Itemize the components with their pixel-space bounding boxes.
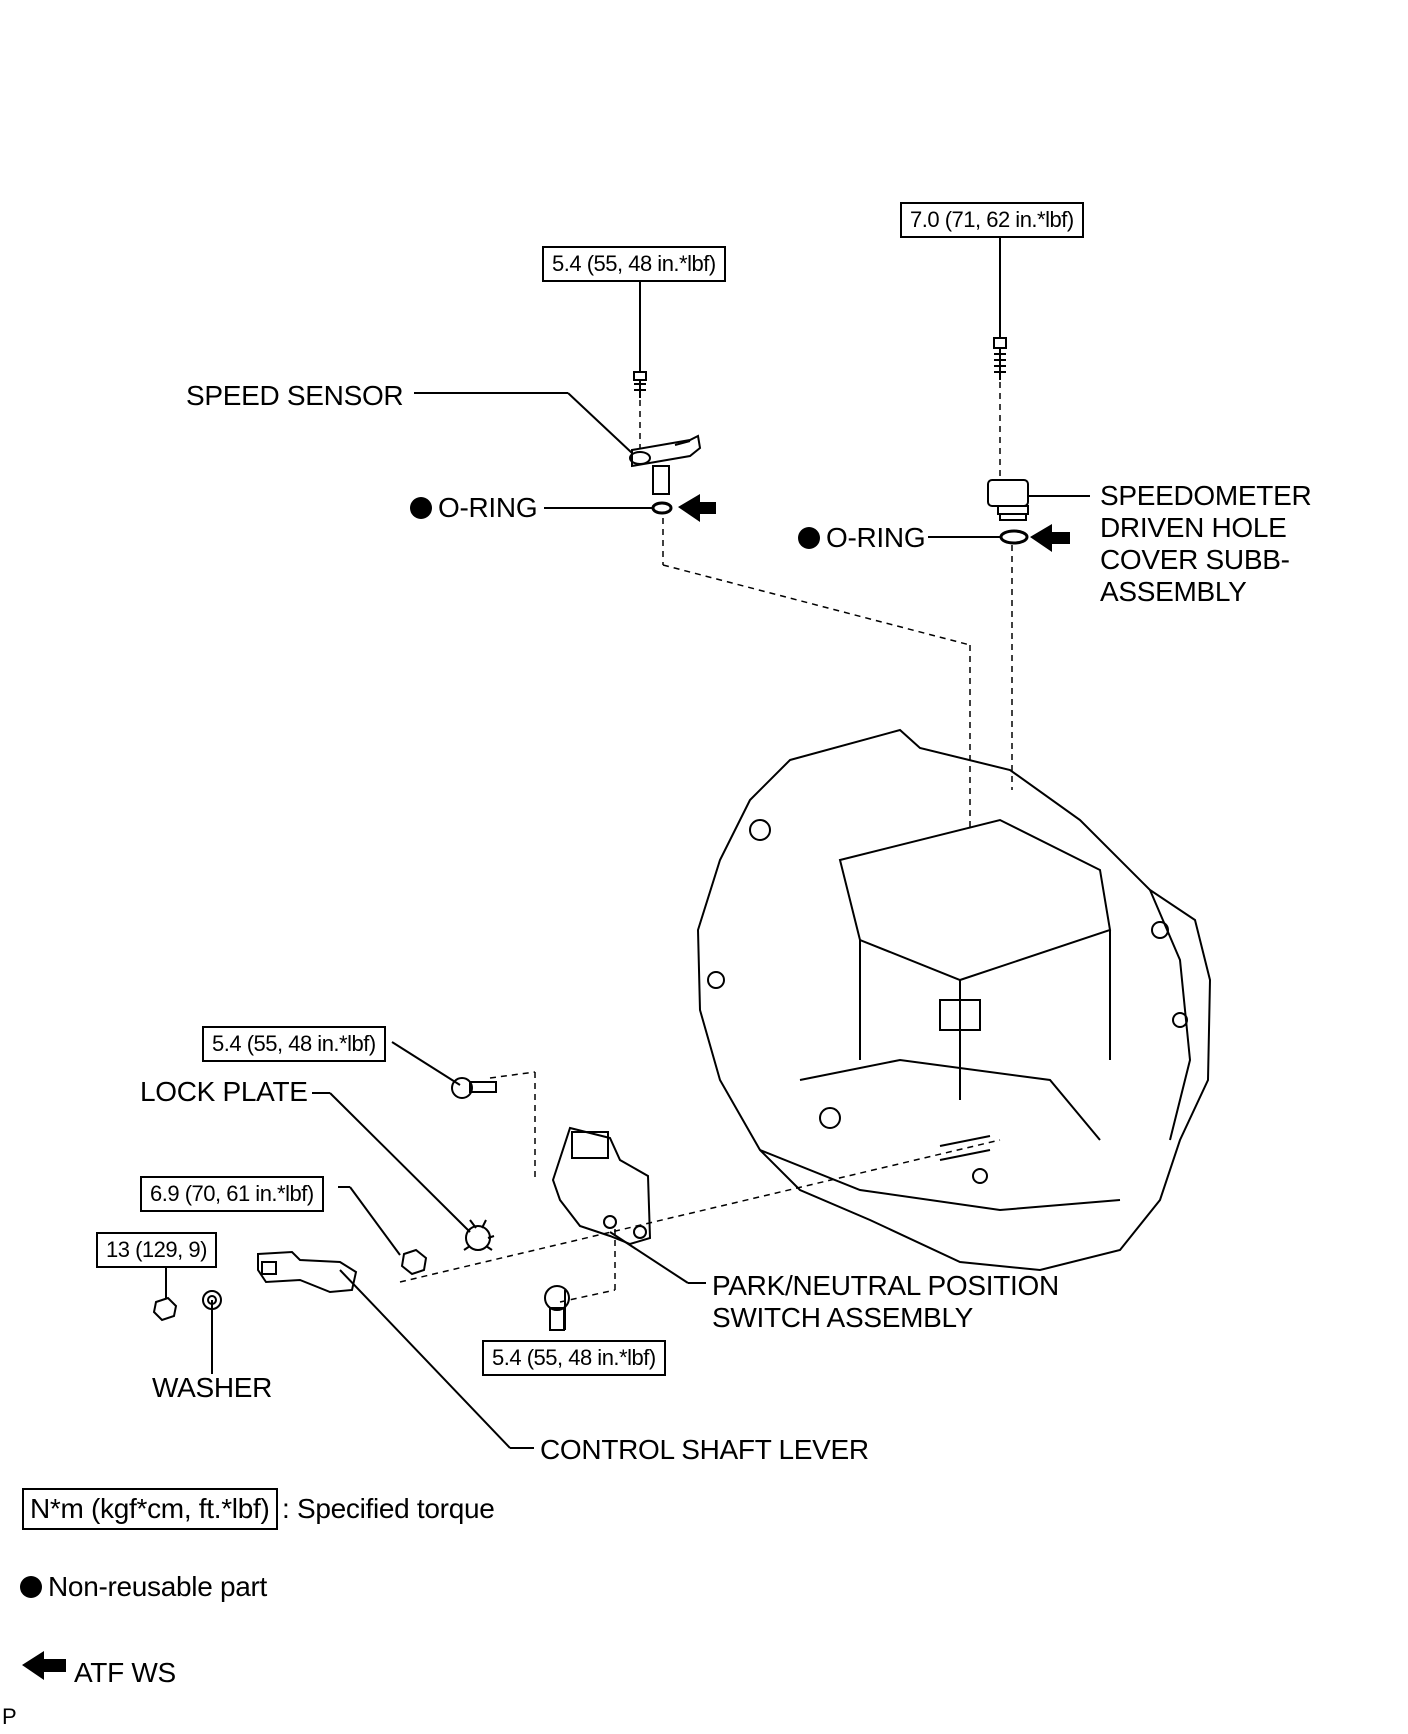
pnp-lower-bolt <box>544 1285 570 1331</box>
park-neutral-switch <box>551 1126 652 1246</box>
torque-speed-sensor-bolt: 5.4 (55, 48 in.*lbf) <box>542 246 726 282</box>
o-ring-1 <box>651 501 673 515</box>
torque-lever-nut: 13 (129, 9) <box>96 1232 217 1268</box>
label-speedometer-cover: SPEEDOMETER DRIVEN HOLE COVER SUBB- ASSE… <box>1100 480 1312 607</box>
legend-non-reusable: Non-reusable part <box>20 1570 267 1604</box>
o-ring-1-text: O-RING <box>438 492 538 523</box>
torque-lock-plate-nut: 6.9 (70, 61 in.*lbf) <box>140 1176 324 1212</box>
label-o-ring-2: O-RING <box>798 522 926 554</box>
control-shaft-lever <box>257 1250 358 1294</box>
atf-arrow-1 <box>678 494 716 522</box>
torque-pnp-upper-bolt: 5.4 (55, 48 in.*lbf) <box>202 1026 386 1062</box>
torque-pnp-lower-bolt: 5.4 (55, 48 in.*lbf) <box>482 1340 666 1376</box>
atf-arrow-legend <box>22 1651 66 1680</box>
label-control-shaft-lever: CONTROL SHAFT LEVER <box>540 1434 869 1465</box>
legend-non-reusable-text: Non-reusable part <box>48 1571 268 1602</box>
washer <box>202 1290 222 1310</box>
legend-atf: ATF WS <box>74 1657 176 1688</box>
lock-plate-nut <box>400 1248 428 1276</box>
o-ring-2-text: O-RING <box>826 522 926 553</box>
label-o-ring-1: O-RING <box>410 492 538 524</box>
o-ring-2 <box>999 529 1029 545</box>
speedometer-cover <box>987 479 1090 521</box>
label-speed-sensor: SPEED SENSOR <box>186 380 404 411</box>
legend-torque-unit: N*m (kgf*cm, ft.*lbf) <box>22 1488 278 1530</box>
transmission-housing <box>696 728 1212 1272</box>
label-lock-plate: LOCK PLATE <box>140 1076 308 1107</box>
non-reusable-dot-icon <box>410 496 432 519</box>
legend-torque-desc: : Specified torque <box>282 1493 495 1524</box>
atf-arrow-2 <box>1030 524 1070 552</box>
lever-nut <box>152 1296 178 1322</box>
speed-sensor-bolt <box>633 371 647 398</box>
torque-speedometer-bolt: 7.0 (71, 62 in.*lbf) <box>900 202 1084 238</box>
non-reusable-dot-icon <box>798 526 820 549</box>
speedometer-bolt <box>993 337 1007 380</box>
corner-mark: P <box>2 1704 17 1729</box>
speed-sensor <box>629 434 702 495</box>
non-reusable-dot-icon <box>20 1575 42 1598</box>
label-washer: WASHER <box>152 1372 273 1403</box>
pnp-upper-bolt <box>451 1077 497 1099</box>
label-pnp-switch: PARK/NEUTRAL POSITION SWITCH ASSEMBLY <box>712 1270 1059 1333</box>
lock-plate <box>463 1219 495 1251</box>
